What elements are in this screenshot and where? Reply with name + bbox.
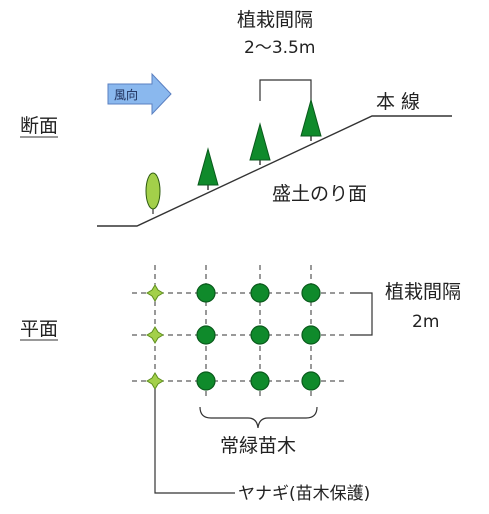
right-spacing-bracket	[350, 292, 373, 336]
evergreen-marker	[196, 371, 216, 391]
evergreen-marker	[301, 371, 321, 391]
right-spacing-value: 2m	[412, 312, 439, 332]
evergreen-label: 常緑苗木	[220, 435, 296, 457]
willow-tree-section	[145, 172, 161, 214]
section-label: 断面	[20, 115, 58, 137]
evergreen-marker	[250, 325, 270, 345]
top-spacing-bracket	[259, 79, 312, 101]
evergreen-marker	[196, 325, 216, 345]
slope-label: 盛土のり面	[272, 183, 367, 205]
willow-marker	[146, 284, 164, 302]
plan-label: 平面	[20, 318, 58, 340]
evergreen-marker	[250, 283, 270, 303]
evergreen-marker	[196, 283, 216, 303]
slope-ground-line	[97, 115, 452, 227]
evergreen-tree-section	[249, 122, 271, 165]
evergreen-tree-section	[300, 98, 322, 141]
top-spacing-value: 2〜3.5m	[244, 38, 315, 58]
wind-label: 風向	[114, 87, 138, 102]
evergreen-marker	[250, 371, 270, 391]
willow-label: ヤナギ(苗木保護)	[238, 484, 370, 504]
wind-direction-arrow: 風向	[107, 72, 172, 116]
willow-leader-line	[154, 389, 235, 494]
main-line-label: 本 線	[376, 91, 420, 113]
willow-marker	[146, 326, 164, 344]
evergreen-marker	[301, 325, 321, 345]
evergreen-tree-section	[197, 147, 219, 190]
evergreen-brace	[199, 406, 318, 429]
willow-marker	[146, 372, 164, 390]
evergreen-marker	[301, 283, 321, 303]
top-spacing-title: 植栽間隔	[237, 9, 313, 31]
right-spacing-title: 植栽間隔	[385, 281, 461, 303]
